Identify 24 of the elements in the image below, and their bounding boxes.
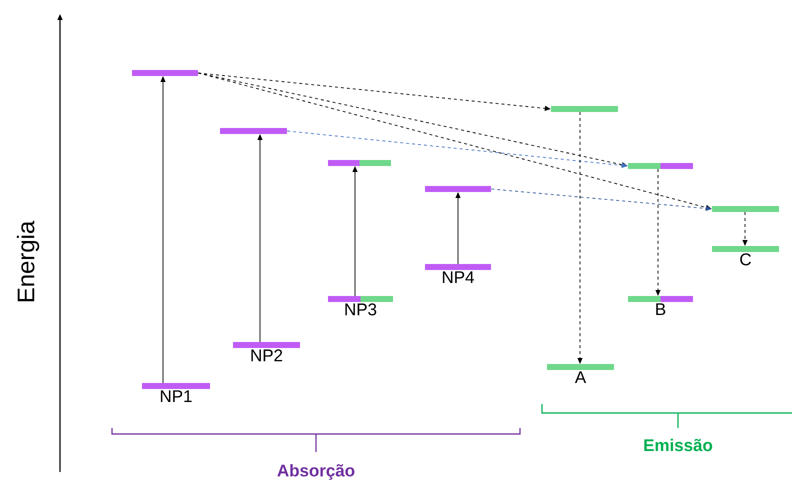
energy-level-bar [425, 186, 491, 192]
node-label: NP4 [442, 271, 474, 284]
energy-level: NP1 [142, 383, 210, 402]
energy-level-bar [551, 106, 618, 112]
energy-level: B [628, 296, 693, 316]
axis-label: Energia [16, 220, 40, 302]
energy-level-bar [220, 128, 287, 134]
node-label: C [740, 253, 751, 266]
node-label: B [656, 303, 666, 316]
node-label: NP1 [160, 390, 192, 402]
energy-level-bar [628, 163, 693, 169]
energy-level: A [547, 364, 614, 384]
energy-level-bar [132, 70, 198, 76]
energy-level: NP3 [328, 296, 393, 316]
node-label: NP3 [345, 303, 376, 316]
energy-level: NP4 [425, 264, 491, 284]
energy-level: NP2 [233, 342, 300, 362]
energy-level-bar [712, 206, 779, 212]
bracket-label: Emissão [644, 438, 712, 452]
energy-level-bar [328, 160, 391, 166]
bracket-label: Absorção [277, 464, 354, 480]
node-label: NP2 [251, 349, 282, 362]
energy-level: C [712, 246, 779, 266]
node-label: A [574, 371, 586, 384]
